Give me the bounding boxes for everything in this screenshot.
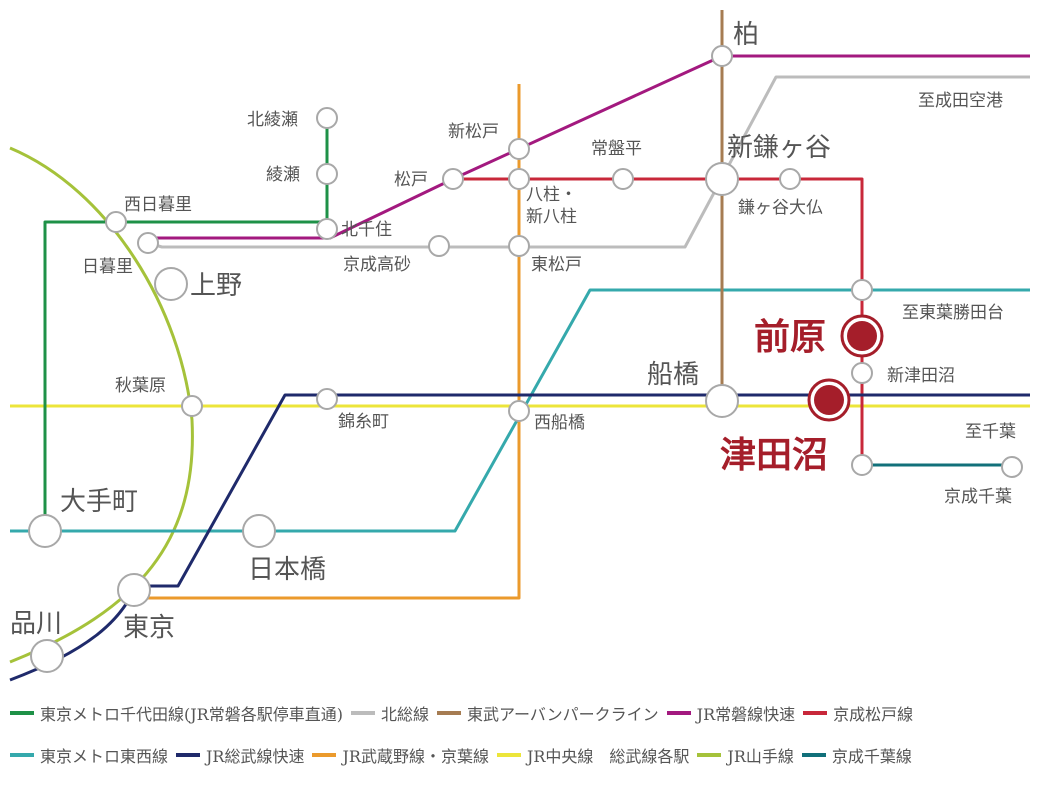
- station-keisei-tsudanuma: [851, 454, 873, 476]
- label-kita-senju: 北千住: [341, 220, 392, 240]
- label-nishi-nippori: 西日暮里: [124, 195, 192, 215]
- legend-swatch: [697, 753, 722, 757]
- station-funabashi: [705, 384, 739, 418]
- station-maebara-highlight: [840, 314, 884, 358]
- label-nihonbashi: 日本橋: [248, 555, 326, 585]
- legend-label: 東武アーバンパークライン: [466, 705, 659, 724]
- station-kinshicho: [316, 388, 338, 410]
- station-shin-kamagaya: [705, 162, 739, 196]
- label-nippori: 日暮里: [82, 257, 133, 277]
- legend-item: 北総線: [350, 701, 429, 725]
- label-kitaayase: 北綾瀬: [247, 110, 298, 130]
- legend-row-2: 東京メトロ東西線 JR総武線快速 JR武蔵野線・京葉線 JR中央線 総武線各駅 …: [10, 740, 1035, 770]
- legend-label: 北総線: [380, 705, 429, 724]
- station-tokiwadaira: [612, 168, 634, 190]
- legend-label: JR中央線 総武線各駅: [526, 747, 690, 766]
- legend-item: 東京メトロ東西線: [10, 743, 168, 767]
- label-to-toyo-katsutadai: 至東葉勝田台: [902, 303, 1004, 323]
- station-tokyo: [117, 573, 151, 607]
- legend-item: JR常磐線快速: [666, 701, 796, 725]
- station-shin-tsudanuma: [851, 362, 873, 384]
- label-matsudo: 松戸: [394, 170, 428, 190]
- legend-item: JR総武線快速: [176, 743, 304, 767]
- legend-item: JR武蔵野線・京葉線: [312, 743, 489, 767]
- station-akihabara: [181, 395, 203, 417]
- label-tokyo: 東京: [123, 613, 175, 643]
- label-shin-kamagaya: 新鎌ヶ谷: [727, 133, 831, 163]
- legend-label: 京成松戸線: [833, 705, 914, 724]
- station-kamagaya-daibutsu: [779, 168, 801, 190]
- label-keisei-takasago: 京成高砂: [343, 255, 411, 275]
- legend-label: JR常磐線快速: [696, 705, 796, 724]
- legend-item: 京成千葉線: [801, 743, 912, 767]
- label-tokiwadaira: 常盤平: [591, 139, 642, 159]
- label-ayase: 綾瀬: [266, 165, 300, 185]
- label-ueno: 上野: [190, 271, 242, 301]
- legend-swatch: [666, 711, 691, 715]
- label-tsudanuma: 津田沼: [720, 434, 828, 476]
- legend: 東京メトロ千代田線(JR常磐各駅停車直通) 北総線 東武アーバンパークライン J…: [10, 698, 1035, 782]
- legend-label: 東京メトロ千代田線(JR常磐各駅停車直通): [40, 705, 343, 724]
- legend-label: 東京メトロ東西線: [40, 747, 169, 766]
- station-ueno: [154, 267, 188, 301]
- label-narita-airport: 至成田空港: [918, 91, 1003, 111]
- line-joban-rapid: [148, 54, 1030, 240]
- legend-swatch: [312, 753, 337, 757]
- label-otemachi: 大手町: [60, 487, 138, 517]
- station-kita-senju: [316, 218, 338, 240]
- legend-swatch: [350, 711, 375, 715]
- label-maebara: 前原: [754, 316, 826, 358]
- label-higashi-matsudo: 東松戸: [531, 255, 582, 275]
- label-to-chiba: 至千葉: [965, 422, 1016, 442]
- line-yamanote: [9, 146, 194, 664]
- legend-label: JR武蔵野線・京葉線: [342, 747, 489, 766]
- label-kamagaya-daibutsu: 鎌ヶ谷大仏: [738, 198, 823, 218]
- legend-item: JR山手線: [697, 743, 794, 767]
- legend-swatch: [801, 753, 826, 757]
- legend-label: JR山手線: [727, 747, 794, 766]
- label-yabashira-1: 八柱・: [526, 185, 577, 205]
- station-keisei-takasago: [428, 235, 450, 257]
- label-kashiwa: 柏: [733, 20, 759, 50]
- station-nippori: [137, 232, 159, 254]
- label-akihabara: 秋葉原: [115, 376, 166, 396]
- station-nihonbashi: [242, 514, 276, 548]
- station-tozai-junction: [851, 279, 873, 301]
- station-keisei-chiba: [1001, 456, 1023, 478]
- legend-swatch: [10, 753, 34, 757]
- legend-swatch: [496, 753, 521, 757]
- legend-label: 京成千葉線: [831, 747, 912, 766]
- legend-item: 京成松戸線: [803, 701, 913, 725]
- station-ayase: [316, 163, 338, 185]
- legend-row-1: 東京メトロ千代田線(JR常磐各駅停車直通) 北総線 東武アーバンパークライン J…: [10, 698, 1035, 728]
- station-shinagawa: [30, 639, 64, 673]
- legend-item: 東京メトロ千代田線(JR常磐各駅停車直通): [10, 701, 343, 725]
- station-yabashira: [508, 168, 530, 190]
- label-yabashira-2: 新八柱: [526, 207, 577, 227]
- station-nishi-nippori: [105, 211, 127, 233]
- legend-label: JR総武線快速: [206, 747, 305, 766]
- station-otemachi: [28, 514, 62, 548]
- legend-swatch: [176, 753, 201, 757]
- legend-item: 東武アーバンパークライン: [436, 701, 659, 725]
- legend-swatch: [436, 711, 461, 715]
- label-kinshicho: 錦糸町: [338, 412, 389, 432]
- station-matsudo: [442, 168, 464, 190]
- label-keisei-chiba: 京成千葉: [944, 487, 1012, 507]
- label-funabashi: 船橋: [647, 360, 699, 390]
- legend-swatch: [803, 711, 828, 715]
- station-kitaayase: [316, 107, 338, 129]
- legend-swatch: [10, 711, 34, 715]
- legend-item: JR中央線 総武線各駅: [496, 743, 690, 767]
- label-nishi-funabashi: 西船橋: [534, 413, 585, 433]
- station-tsudanuma-highlight: [807, 378, 851, 422]
- station-higashi-matsudo: [508, 235, 530, 257]
- station-shin-matsudo: [508, 138, 530, 160]
- label-shinagawa: 品川: [10, 609, 62, 639]
- station-kashiwa: [711, 45, 733, 67]
- label-shin-matsudo: 新松戸: [448, 122, 499, 142]
- station-nishi-funabashi: [508, 400, 530, 422]
- label-shin-tsudanuma: 新津田沼: [887, 366, 955, 386]
